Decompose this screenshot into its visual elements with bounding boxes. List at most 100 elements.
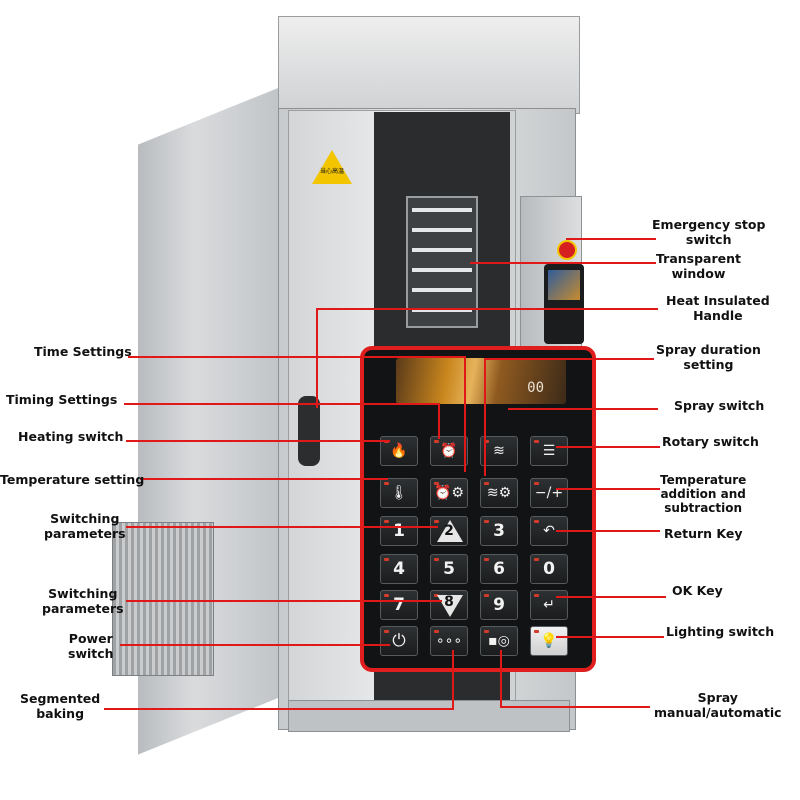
rack-shelf (412, 308, 472, 312)
callout-line (120, 644, 390, 646)
spray-icon: ≋ (493, 443, 505, 459)
up-triangle-icon (437, 520, 463, 542)
control-panel: 00 🔥 ⏰ ≋ ☰ 🌡 ⏰⚙ ≋⚙ −/+ 1 2 3 ↶ 4 5 6 0 7… (360, 346, 596, 672)
callout-line (126, 600, 442, 602)
alarm-clock-gear-icon: ⏰⚙ (434, 485, 464, 501)
callout-line (452, 650, 454, 708)
warning-label: 当心高温 (319, 168, 344, 175)
callout-line (140, 478, 388, 480)
callout-line (508, 408, 658, 410)
label-temperature-setting: Temperature setting (0, 472, 145, 487)
label-rotary-switch: Rotary switch (662, 434, 759, 449)
key-8-down: 8 (430, 590, 468, 620)
callout-line (316, 308, 658, 310)
callout-line (500, 650, 502, 706)
key-1: 1 (380, 516, 418, 546)
callout-line (104, 708, 454, 710)
key-3-label: 3 (493, 521, 505, 541)
label-power-switch: Power switch (68, 631, 114, 661)
rack-shelf (412, 248, 472, 252)
flame-icon: 🔥 (390, 443, 408, 459)
label-timing-settings: Timing Settings (6, 392, 118, 407)
down-triangle-icon (437, 595, 463, 617)
key-4: 4 (380, 554, 418, 584)
callout-line (470, 262, 656, 264)
label-transparent-window: Transparent window (656, 251, 741, 281)
label-segmented-baking: Segmented baking (20, 691, 101, 721)
key-6-label: 6 (493, 559, 505, 579)
temperature-add-sub-button: −/+ (530, 478, 568, 508)
label-lighting-switch: Lighting switch (666, 624, 775, 639)
segments-icon: ∘∘∘ (435, 633, 463, 649)
callout-line (484, 358, 654, 360)
callout-line (556, 530, 660, 532)
label-switching-parameters-down: Switching parameters (42, 586, 124, 616)
callout-line (556, 636, 664, 638)
callout-line (566, 238, 656, 240)
label-heat-insulated-handle: Heat Insulated Handle (666, 293, 770, 323)
mini-screen (548, 270, 580, 300)
label-ok-key: OK Key (672, 583, 723, 598)
key-8-label: 8 (444, 594, 454, 610)
transparent-window (406, 196, 478, 328)
label-switching-parameters-up: Switching parameters (44, 511, 126, 541)
key-3: 3 (480, 516, 518, 546)
callout-line (126, 440, 390, 442)
mini-control-panel (544, 264, 584, 344)
label-emergency-stop: Emergency stop switch (652, 217, 766, 247)
callout-line (464, 356, 466, 472)
key-4-label: 4 (393, 559, 405, 579)
heat-insulated-handle (298, 396, 320, 466)
thermometer-icon: 🌡 (390, 485, 408, 501)
label-spray-switch: Spray switch (674, 398, 765, 413)
oven-base (288, 700, 570, 732)
rotary-rack-icon: ☰ (542, 443, 556, 459)
label-time-settings: Time Settings (34, 344, 132, 359)
label-spray-duration-setting: Spray duration setting (656, 342, 761, 372)
callout-line (124, 403, 438, 405)
return-arrow-icon: ↶ (543, 523, 555, 539)
callout-line (484, 358, 486, 476)
rack-shelf (412, 288, 472, 292)
lighting-switch-button: 💡 (530, 626, 568, 656)
key-6: 6 (480, 554, 518, 584)
rotary-switch-button: ☰ (530, 436, 568, 466)
time-settings-button: ⏰⚙ (430, 478, 468, 508)
key-2-up: 2 (430, 516, 468, 546)
key-9-label: 9 (493, 595, 505, 615)
callout-line (556, 446, 660, 448)
key-5-label: 5 (443, 559, 455, 579)
temperature-setting-button: 🌡 (380, 478, 418, 508)
emergency-stop-button (557, 240, 577, 260)
spray-mode-icon: ▪◎ (488, 633, 510, 649)
key-7: 7 (380, 590, 418, 620)
bulb-icon: 💡 (540, 633, 558, 649)
power-switch-button: ⏻ (380, 626, 418, 656)
callout-line (556, 596, 666, 598)
hot-surface-warning-icon (312, 150, 352, 184)
key-0: 0 (530, 554, 568, 584)
label-spray-mode: Spray manual/automatic (654, 690, 782, 720)
rack-shelf (412, 208, 472, 212)
key-5: 5 (430, 554, 468, 584)
key-7-label: 7 (393, 595, 405, 615)
spray-gear-icon: ≋⚙ (486, 485, 512, 501)
ok-key: ↵ (530, 590, 568, 620)
callout-line (316, 308, 318, 408)
oven-hood (278, 16, 580, 114)
power-icon: ⏻ (392, 631, 406, 651)
key-0-label: 0 (543, 559, 555, 579)
key-1-label: 1 (393, 521, 405, 541)
side-vent-grille (112, 522, 214, 676)
key-9: 9 (480, 590, 518, 620)
segmented-baking-button: ∘∘∘ (430, 626, 468, 656)
callout-line (556, 488, 660, 490)
key-2-label: 2 (444, 523, 454, 539)
label-heating-switch: Heating switch (18, 429, 124, 444)
label-return-key: Return Key (664, 526, 743, 541)
enter-arrow-icon: ↵ (543, 597, 555, 613)
spray-mode-button: ▪◎ (480, 626, 518, 656)
return-key: ↶ (530, 516, 568, 546)
rack-shelf (412, 268, 472, 272)
